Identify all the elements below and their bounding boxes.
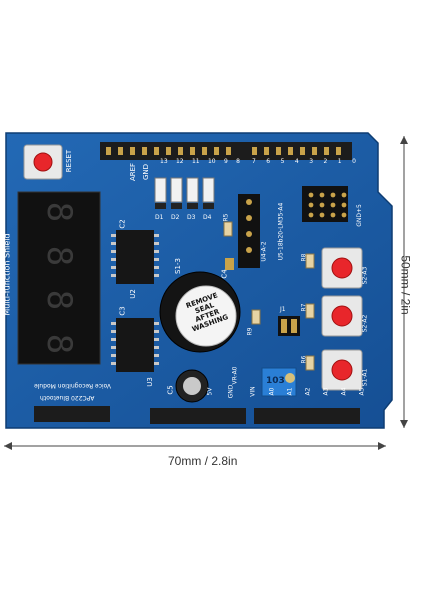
width-dimension-label: 70mm / 2.8in (168, 454, 238, 468)
height-arrow-bottom (400, 420, 408, 428)
resistors (223, 221, 315, 371)
height-arrow-top (400, 136, 408, 144)
pin-label-3: 3 (309, 158, 314, 165)
ic-u2 (116, 230, 154, 284)
pin-label-13: 13 (160, 158, 168, 165)
ic-legs (111, 234, 159, 365)
push-buttons (321, 247, 363, 391)
pin-label-8: 8 (236, 158, 240, 165)
pin-label-12: 12 (175, 158, 184, 165)
pin-label-7: 7 (252, 158, 256, 165)
led-array (154, 177, 215, 209)
top-header-pins (106, 147, 341, 155)
buzzer-seal (175, 285, 237, 347)
ic-u3 (116, 318, 154, 372)
bottom-header-left (150, 408, 246, 424)
width-arrow-right (378, 442, 386, 450)
led-label-d3: D3 (187, 214, 196, 221)
pin-label-1: 1 (337, 158, 342, 165)
reset-button-cap (33, 152, 53, 172)
height-dimension-label: 50mm / 2in (398, 255, 413, 315)
led-label-d1: D1 (155, 214, 164, 221)
jumper-label: J1 (280, 306, 286, 313)
pin-label-0: 0 (352, 158, 356, 165)
pin-label-2: 2 (323, 158, 328, 165)
pin-label-4: 4 (294, 158, 299, 165)
top-pin-labels: 13 12 11 10 9 8 (160, 158, 240, 165)
capacitor-c4 (225, 258, 234, 270)
led-label-d2: D2 (171, 214, 180, 221)
pin-label-10: 10 (207, 158, 216, 165)
seven-segment-display (17, 191, 101, 365)
pin-label-9: 9 (223, 158, 228, 165)
top-pin-labels-right: 7 6 5 4 3 2 1 0 (252, 158, 356, 165)
bottom-header-right (254, 408, 360, 424)
pin-label-11: 11 (191, 158, 200, 165)
led-label-d4: D4 (203, 214, 212, 221)
pin-label-6: 6 (266, 158, 271, 165)
pin-label-5: 5 (280, 158, 285, 165)
bluetooth-header (34, 406, 110, 422)
width-arrow-left (4, 442, 12, 450)
pot-label: 103 (266, 376, 285, 386)
